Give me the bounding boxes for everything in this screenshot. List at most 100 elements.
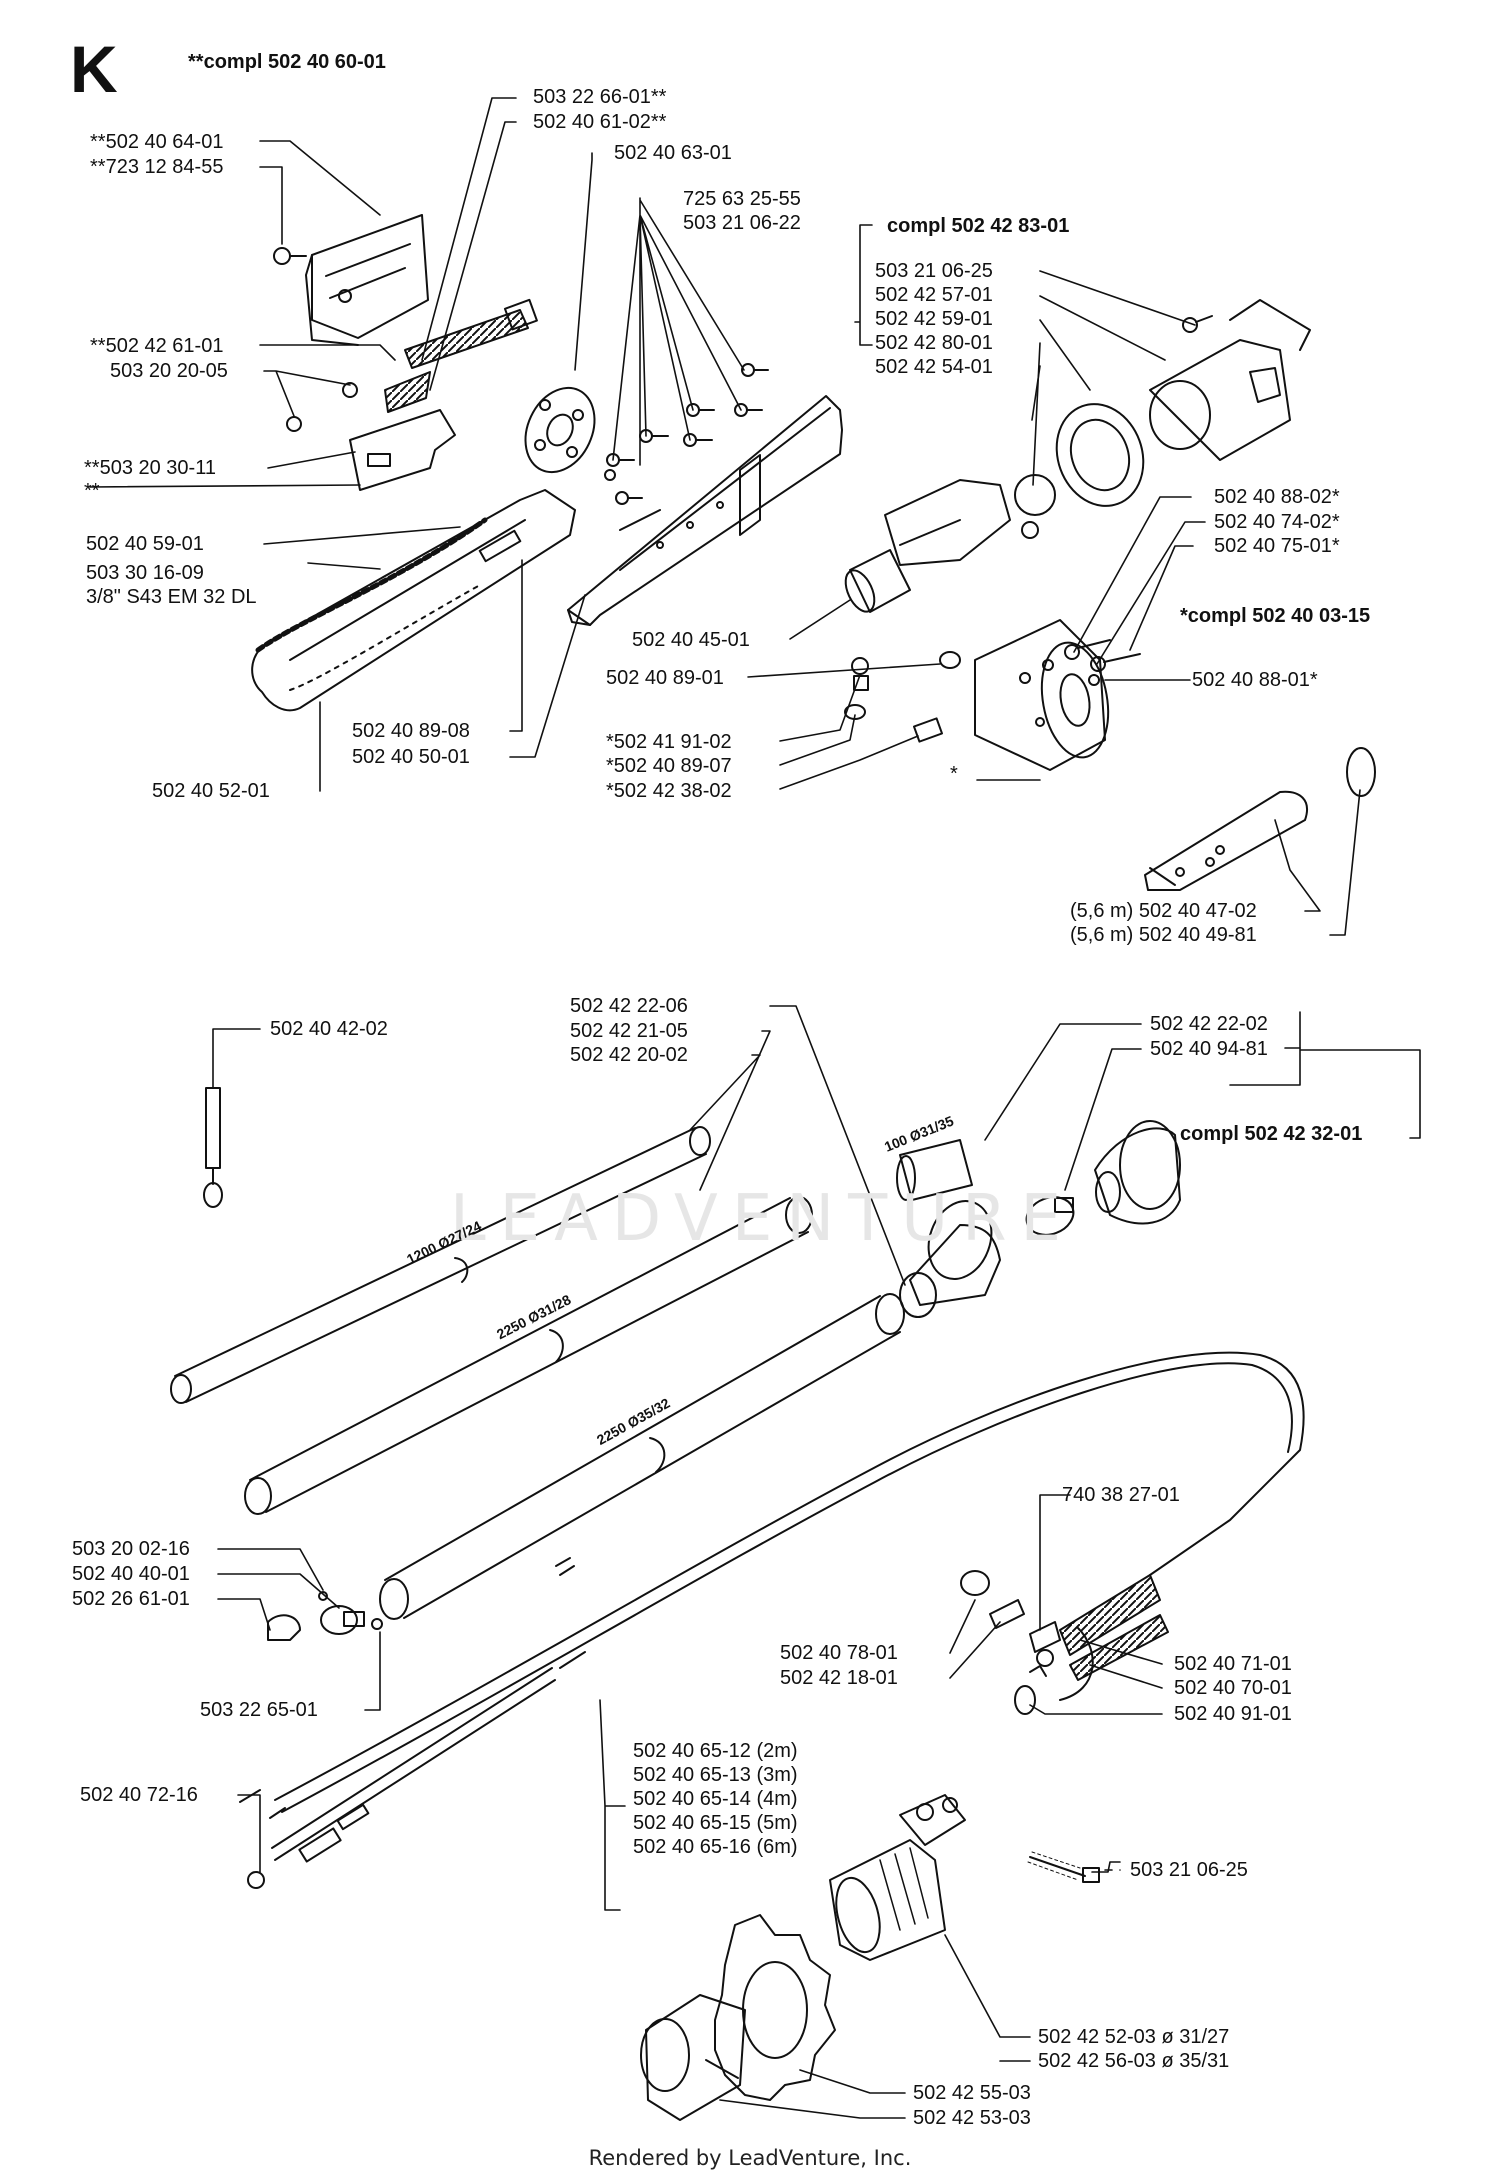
part-number-label: 503 20 20-05 [110, 360, 228, 382]
part-number-label: **723 12 84-55 [90, 156, 224, 178]
watermark: LEADVENTURE [450, 1182, 1075, 1256]
sprocket-part [524, 386, 596, 474]
part-number-label: (5,6 m) 502 40 47-02 [1070, 900, 1257, 922]
footer-credit: Rendered by LeadVenture, Inc. [588, 2146, 912, 2170]
part-number-label: 502 40 75-01* [1214, 535, 1340, 557]
part-number-label: 502 40 88-02* [1214, 486, 1340, 508]
part-number-label: **502 42 61-01 [90, 335, 224, 357]
part-number-label: 502 42 21-05 [570, 1020, 688, 1042]
tube-1200-part [170, 1126, 711, 1404]
section-letter: K [70, 32, 118, 106]
leader-lines [89, 97, 1421, 2119]
part-number-label: 503 20 02-16 [72, 1538, 190, 1560]
part-number-label: 502 40 70-01 [1174, 1677, 1292, 1699]
part-number-label: 502 40 89-08 [352, 720, 470, 742]
screws-cluster-part [604, 363, 769, 505]
inner-shaft-part [247, 1651, 586, 1889]
tube-2250-31-part [244, 1196, 813, 1515]
threaded-sleeve-part [829, 1794, 966, 1961]
part-number-label: *502 42 38-02 [606, 780, 732, 802]
bar-mount-part [567, 395, 843, 626]
part-number-label: 502 40 89-01 [606, 667, 724, 689]
part-number-label: 502 40 88-01* [1192, 669, 1318, 691]
assembly-label-top: **compl 502 40 60-01 [188, 51, 386, 73]
part-number-label: 503 21 06-25 [1130, 1859, 1248, 1881]
nut-ring-part [1055, 403, 1145, 507]
part-number-label: 502 40 40-01 [72, 1563, 190, 1585]
part-number-label: 502 42 80-01 [875, 332, 993, 354]
elbow-part [884, 474, 1056, 566]
part-number-label: 503 30 16-09 [86, 562, 204, 584]
housing-screws-part [844, 639, 1141, 743]
part-number-label: 502 42 54-01 [875, 356, 993, 378]
assembly-label-gear-head: *compl 502 40 03-15 [1180, 605, 1371, 627]
long-screw-part [1027, 1851, 1100, 1883]
part-number-label: **503 20 30-11 [84, 457, 216, 479]
part-number-label: 502 42 20-02 [570, 1044, 688, 1066]
part-number-label: 502 42 56-03 ø 35/31 [1038, 2050, 1230, 2072]
part-number-label: 502 42 53-03 [913, 2107, 1031, 2129]
part-number-label: 503 22 66-01** [533, 86, 667, 108]
part-number-label: 502 42 22-02 [1150, 1013, 1268, 1035]
chain-guard-part [305, 214, 429, 346]
part-number-label: 502 42 52-03 ø 31/27 [1038, 2026, 1230, 2048]
part-number-label: 502 40 65-15 (5m) [633, 1812, 798, 1834]
part-number-label: 502 40 63-01 [614, 142, 732, 164]
part-number-label: 725 63 25-55 [683, 188, 801, 210]
part-number-label: 502 40 65-13 (3m) [633, 1764, 798, 1786]
part-number-label: 503 21 06-25 [875, 260, 993, 282]
small-screws-part [286, 382, 358, 432]
part-number-label: 740 38 27-01 [1062, 1484, 1180, 1506]
part-number-label: 502 40 72-16 [80, 1784, 198, 1806]
part-number-label: 502 40 45-01 [632, 629, 750, 651]
part-number-label: 502 40 74-02* [1214, 511, 1340, 533]
part-number-label: ** [84, 480, 100, 502]
part-number-label: (5,6 m) 502 40 49-81 [1070, 924, 1257, 946]
strap-hanger-part [203, 1087, 223, 1208]
part-number-label: **502 40 64-01 [90, 131, 224, 153]
sleeve-part [896, 1139, 973, 1201]
part-number-label: 502 40 59-01 [86, 533, 204, 555]
part-number-label: 502 42 22-06 [570, 995, 688, 1017]
part-number-label: 502 40 50-01 [352, 746, 470, 768]
clamp-part [1025, 1196, 1075, 1236]
part-number-label: 502 42 59-01 [875, 308, 993, 330]
part-number-label: 502 26 61-01 [72, 1588, 190, 1610]
star-washer-part [714, 1914, 836, 2101]
tensioner-plate-part [349, 409, 456, 491]
part-number-label: 502 40 78-01 [780, 1642, 898, 1664]
part-number-label: 502 42 18-01 [780, 1667, 898, 1689]
part-number-label: *502 41 91-02 [606, 731, 732, 753]
coupling-bell-part [1094, 1120, 1181, 1225]
o-ring-part [939, 651, 961, 669]
part-number-label: 502 40 65-12 (2m) [633, 1740, 798, 1762]
part-number-label: 502 42 57-01 [875, 284, 993, 306]
part-number-label: 503 21 06-22 [683, 212, 801, 234]
guide-bar-part [251, 489, 576, 712]
part-number-label: 502 40 65-16 (6m) [633, 1836, 798, 1858]
part-number-label: *502 40 89-07 [606, 755, 732, 777]
shaft-end-parts [960, 1570, 1094, 1715]
guard-screw-part [273, 247, 307, 265]
small-coupling-parts [267, 1591, 383, 1641]
angle-gear-screw-part [1182, 315, 1213, 333]
gear-housing-part [974, 619, 1110, 771]
collar-part [844, 549, 911, 613]
part-number-label: 3/8" S43 EM 32 DL [86, 586, 257, 608]
tensioner-part [384, 298, 538, 413]
coupling-cone-part [899, 1200, 1001, 1318]
tube-2250-35-part [379, 1293, 905, 1620]
part-number-label: 502 40 61-02** [533, 111, 667, 133]
part-number-label: 502 40 94-81 [1150, 1038, 1268, 1060]
part-number-label: 502 42 55-03 [913, 2082, 1031, 2104]
part-number-label: 502 40 42-02 [270, 1018, 388, 1040]
part-number-label: * [950, 763, 958, 785]
tube-end-part [1144, 747, 1376, 891]
part-number-label: 502 40 65-14 (4m) [633, 1788, 798, 1810]
angle-gear-housing-part [1149, 299, 1311, 461]
assembly-label-coupling: compl 502 42 32-01 [1180, 1123, 1363, 1145]
assembly-label-angle-gear: compl 502 42 83-01 [887, 215, 1070, 237]
part-number-label: 502 40 91-01 [1174, 1703, 1292, 1725]
part-number-label: 503 22 65-01 [200, 1699, 318, 1721]
